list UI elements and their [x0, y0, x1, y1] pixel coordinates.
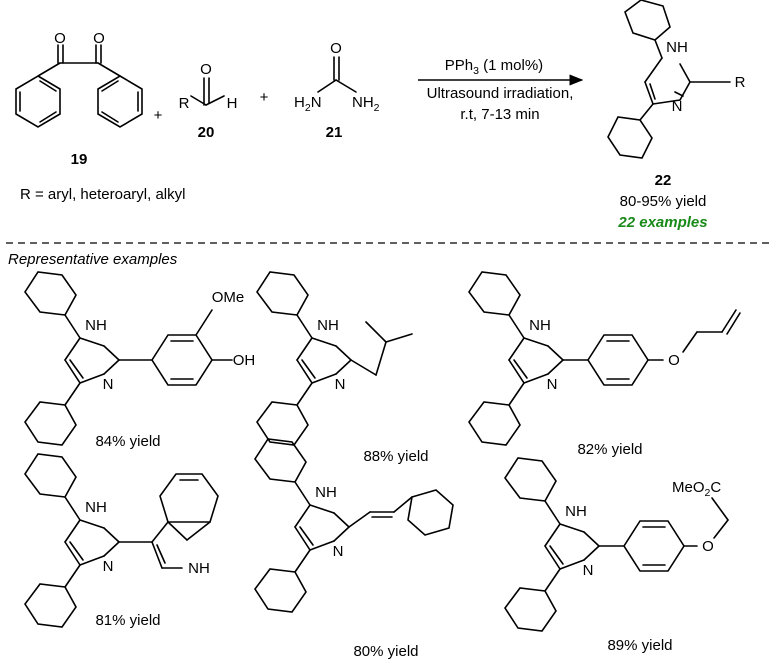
nh-label: NH: [188, 560, 210, 577]
oxygen-label: O: [702, 538, 714, 555]
condition-energy: Ultrasound irradiation,: [427, 85, 574, 102]
example-6-yield: 89% yield: [607, 637, 672, 654]
nh-label: NH: [565, 503, 587, 520]
section-title: Representative examples: [8, 251, 178, 268]
methyl-ester-label: MeO2C: [672, 479, 721, 499]
nh-label: NH: [315, 484, 337, 501]
oxygen-label: O: [200, 61, 212, 78]
plus-sign: +: [260, 89, 269, 106]
r-group-label: R: [735, 74, 746, 91]
plus-sign: +: [154, 107, 163, 124]
nh-label: NH: [85, 317, 107, 334]
r-group-definition: R = aryl, heteroaryl, alkyl: [20, 186, 185, 203]
yield-range: 80-95% yield: [620, 193, 707, 210]
condition-time: r.t, 7-13 min: [460, 106, 539, 123]
compound-22-label: 22: [655, 172, 672, 189]
example-4-yield: 81% yield: [95, 612, 160, 629]
nitrogen-label: N: [547, 376, 558, 393]
example-4-structure: NH N NH: [24, 453, 219, 628]
oxygen-label: O: [668, 352, 680, 369]
oxygen-label: O: [93, 30, 105, 47]
example-5-structure: NH N: [254, 438, 454, 613]
oxygen-label: O: [54, 30, 66, 47]
example-3-yield: 82% yield: [577, 441, 642, 458]
example-3-structure: NH N O: [468, 271, 741, 446]
r-group-label: R: [179, 95, 190, 112]
compound-20-label: 20: [198, 124, 215, 141]
example-1-yield: 84% yield: [95, 433, 160, 450]
hydrogen-label: H: [227, 95, 238, 112]
compound-20-structure: O R H: [179, 61, 238, 112]
hydroxyl-label: OH: [233, 352, 256, 369]
nh-label: NH: [529, 317, 551, 334]
example-2-yield: 88% yield: [363, 448, 428, 465]
compound-22-structure: NH N R: [607, 0, 746, 159]
nh-label: NH: [85, 499, 107, 516]
example-1-structure: NH N OMe OH: [24, 271, 256, 446]
nitrogen-label: N: [333, 543, 344, 560]
compound-19-structure: O O: [15, 30, 143, 128]
compound-21-label: 21: [326, 124, 343, 141]
nitrogen-label: N: [335, 376, 346, 393]
compound-19-label: 19: [71, 151, 88, 168]
methoxy-label: OMe: [212, 289, 245, 306]
example-5-yield: 80% yield: [353, 643, 418, 660]
examples-count: 22 examples: [617, 214, 707, 231]
nitrogen-label: N: [583, 562, 594, 579]
example-2-structure: NH N: [256, 271, 413, 446]
nitrogen-label: N: [103, 558, 114, 575]
amine-label: H2N: [294, 94, 322, 114]
nitrogen-label: N: [103, 376, 114, 393]
oxygen-label: O: [330, 40, 342, 57]
nh-label: NH: [666, 39, 688, 56]
nitrogen-label: N: [672, 98, 683, 115]
condition-catalyst: PPh3 (1 mol%): [445, 57, 543, 77]
amine-label: NH2: [352, 94, 380, 114]
nh-label: NH: [317, 317, 339, 334]
compound-21-structure: O H2N NH2: [294, 40, 380, 114]
example-6-structure: NH N O MeO2C: [504, 457, 729, 632]
